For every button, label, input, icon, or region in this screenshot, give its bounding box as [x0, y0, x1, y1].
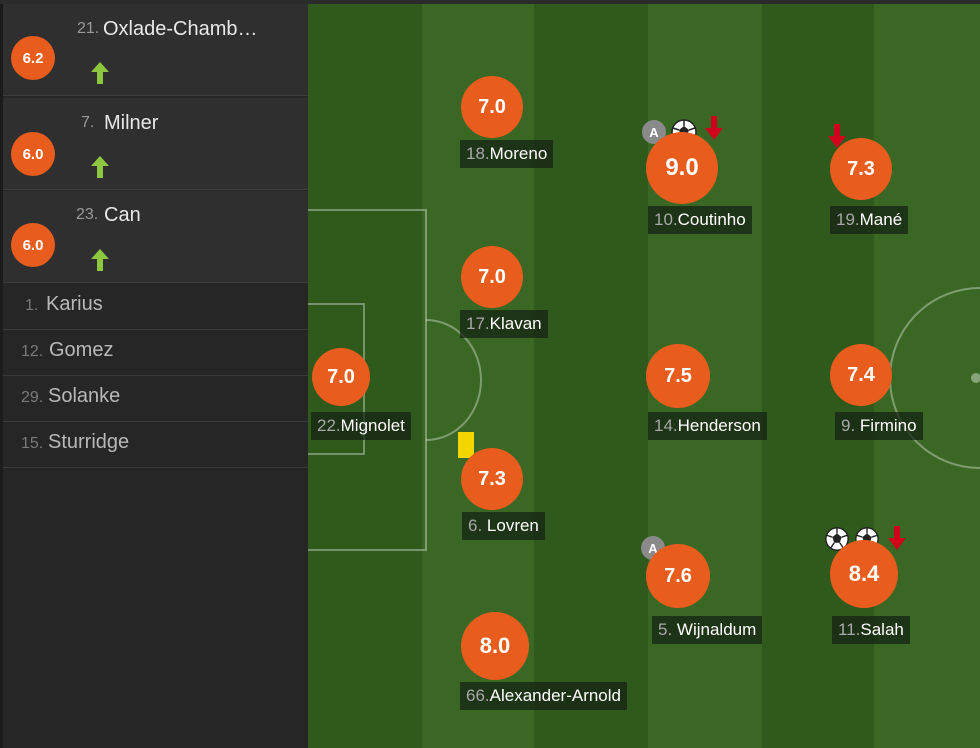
player-number: 5. [658, 620, 677, 639]
rating-badge: 7.0 [461, 76, 523, 138]
sub-on-arrow-icon [91, 156, 109, 178]
player-number: 22. [317, 416, 341, 435]
player-name: Coutinho [677, 210, 746, 229]
sub-on-arrow-icon [91, 249, 109, 271]
player-number: 66. [466, 686, 490, 705]
player-number: 1. [25, 297, 39, 314]
yellow-card-icon [458, 432, 474, 458]
rating-badge: 6.0 [11, 132, 55, 176]
player-number: 11. [838, 620, 861, 639]
player-label[interactable]: 17.Klavan [460, 310, 548, 338]
player-label[interactable]: 9. Firmino [835, 412, 923, 440]
sidebar-substitutes: 6.2 21. Oxlade-Chamb… 6.0 7. Milner 6.0 … [0, 4, 311, 748]
player-name: Sturridge [48, 431, 130, 453]
player-name: Moreno [489, 144, 548, 163]
sub-on-arrow-icon [91, 62, 109, 84]
player-name: Henderson [677, 416, 761, 435]
player-name: Lovren [486, 516, 539, 535]
player-number: 7. [81, 114, 95, 131]
player-number: 17. [466, 314, 490, 333]
player-name: Mané [859, 210, 903, 229]
sub-off-arrow-icon [705, 116, 723, 140]
player-label[interactable]: 18.Moreno [460, 140, 554, 168]
player-number: 21. [77, 20, 100, 37]
player-label[interactable]: 6. Lovren [462, 512, 545, 540]
player-label[interactable]: 11.Salah [832, 616, 910, 644]
player-label[interactable]: 5. Wijnaldum [652, 616, 763, 644]
player-label[interactable]: 10.Coutinho [648, 206, 752, 234]
assist-icon: A [642, 120, 666, 144]
rating-badge: 7.3 [830, 138, 892, 200]
player-name: Salah [860, 620, 904, 639]
player-number: 12. [21, 343, 44, 360]
player-number: 9. [841, 416, 860, 435]
player-label[interactable]: 22.Mignolet [311, 412, 411, 440]
substitute-row[interactable]: 6.0 23. Can [3, 191, 311, 283]
player-number: 14. [654, 416, 678, 435]
sub-off-arrow-icon [828, 124, 846, 148]
sub-off-arrow-icon [888, 526, 906, 550]
rating-badge: 9.0 [646, 132, 718, 204]
rating-badge: 6.2 [11, 36, 55, 80]
player-name: Mignolet [340, 416, 405, 435]
pitch-stripe [534, 4, 648, 748]
player-label[interactable]: 14.Henderson [648, 412, 767, 440]
player-number: 6. [468, 516, 487, 535]
rating-badge: 7.5 [646, 344, 710, 408]
bench-row[interactable]: 29. Solanke [3, 376, 311, 422]
player-name: Klavan [489, 314, 542, 333]
player-number: 15. [21, 435, 44, 452]
player-label[interactable]: 66.Alexander-Arnold [460, 682, 627, 710]
pitch: 7.0 22.Mignolet 7.0 18.Moreno 7.0 17.Kla… [308, 4, 980, 748]
player-name: Alexander-Arnold [489, 686, 621, 705]
player-name: Oxlade-Chamb… [103, 18, 258, 40]
player-label[interactable]: 19.Mané [830, 206, 909, 234]
rating-badge: 8.4 [830, 540, 898, 608]
player-name: Can [104, 204, 141, 226]
rating-badge: 7.0 [461, 246, 523, 308]
rating-badge: 8.0 [461, 612, 529, 680]
player-name: Firmino [859, 416, 917, 435]
player-name: Karius [46, 293, 103, 315]
player-number: 18. [466, 144, 490, 163]
bench-row[interactable]: 1. Karius [3, 284, 311, 330]
rating-badge: 7.4 [830, 344, 892, 406]
player-number: 10. [654, 210, 678, 229]
rating-badge: 6.0 [11, 223, 55, 267]
player-name: Wijnaldum [676, 620, 757, 639]
player-number: 23. [76, 206, 99, 223]
player-number: 19. [836, 210, 860, 229]
rating-badge: 7.6 [646, 544, 710, 608]
rating-badge: 7.3 [461, 448, 523, 510]
player-name: Gomez [49, 339, 114, 361]
bench-row[interactable]: 12. Gomez [3, 330, 311, 376]
player-name: Milner [104, 112, 159, 134]
rating-badge: 7.0 [312, 348, 370, 406]
top-bar [0, 0, 980, 4]
bench-row[interactable]: 15. Sturridge [3, 422, 311, 468]
player-number: 29. [21, 389, 44, 406]
substitute-row[interactable]: 6.2 21. Oxlade-Chamb… [3, 4, 311, 96]
substitute-row[interactable]: 6.0 7. Milner [3, 98, 311, 190]
goal-ball-icon [825, 527, 849, 551]
player-name: Solanke [48, 385, 121, 407]
